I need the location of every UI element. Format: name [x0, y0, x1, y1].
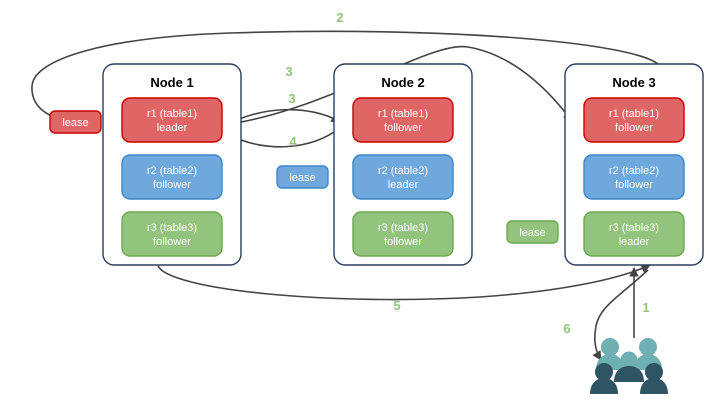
step-label-3a: 3	[285, 64, 292, 79]
edge-step-6	[592, 269, 649, 361]
node-1-range-r3[interactable]: r3 (table3) follower	[121, 211, 223, 257]
node-3-range-r3-name: r3 (table3)	[609, 222, 659, 234]
node-2[interactable]: Node 2 r1 (table1) follower r2 (table2) …	[333, 63, 473, 266]
node-3-range-r2-name: r2 (table2)	[609, 165, 659, 177]
step-label-6: 6	[563, 321, 570, 336]
edge-step-2	[31, 30, 661, 123]
node-1[interactable]: Node 1 r1 (table1) leader r2 (table2) fo…	[102, 63, 242, 266]
step-label-2: 2	[336, 10, 343, 25]
node-3-title: Node 3	[612, 75, 655, 90]
people-icon-back-right-head	[639, 338, 657, 356]
node-1-title: Node 1	[150, 75, 193, 90]
people-icon-back-center-head	[620, 351, 638, 369]
node-1-range-r2-name: r2 (table2)	[147, 165, 197, 177]
people-icon-back-left-head	[601, 338, 619, 356]
node-1-range-r3-name: r3 (table3)	[147, 222, 197, 234]
node-2-range-r1-role: follower	[384, 122, 422, 134]
node-1-range-r1[interactable]: r1 (table1) leader	[121, 97, 223, 143]
edge-step-3a	[223, 45, 573, 126]
lease-badge-r1-label: lease	[62, 117, 88, 129]
node-2-range-r2-box	[352, 154, 454, 200]
lease-badge-r2-label: lease	[289, 172, 315, 184]
node-1-range-r1-role: leader	[157, 122, 188, 134]
node-1-range-r1-box	[121, 97, 223, 143]
edge-step-4	[229, 125, 343, 148]
node-3-range-r2[interactable]: r2 (table2) follower	[583, 154, 685, 200]
people-icon-front-left-body	[590, 378, 618, 394]
edge-step-5	[157, 264, 651, 301]
lease-badge-r2-box	[276, 165, 329, 189]
step-label-1: 1	[642, 300, 649, 315]
node-3-range-r2-box	[583, 154, 685, 200]
node-1-range-r2-role: follower	[153, 179, 191, 191]
node-2-range-r3-role: follower	[384, 236, 422, 248]
people-icon-front-right-head	[645, 363, 663, 381]
node-3-range-r2-role: follower	[615, 179, 653, 191]
node-2-range-r1-box	[352, 97, 454, 143]
node-2-title: Node 2	[381, 75, 424, 90]
lease-badge-r1-box	[49, 110, 102, 134]
node-3-range-r3-role: leader	[619, 236, 650, 248]
node-2-range-r2-role: leader	[388, 179, 419, 191]
lease-badge-r1[interactable]: lease	[49, 110, 102, 134]
node-3-range-r1[interactable]: r1 (table1) follower	[583, 97, 685, 143]
people-icon-front-left-head	[595, 363, 613, 381]
lease-badge-r3-box	[506, 220, 559, 244]
step-label-4: 4	[289, 134, 297, 149]
node-2-range-r3[interactable]: r3 (table3) follower	[352, 211, 454, 257]
lease-badge-r3[interactable]: lease	[506, 220, 559, 244]
people-icon	[590, 338, 668, 394]
node-2-range-r2-name: r2 (table2)	[378, 165, 428, 177]
node-3-range-r1-role: follower	[615, 122, 653, 134]
node-3-range-r1-name: r1 (table1)	[609, 108, 659, 120]
node-2-range-r3-name: r3 (table3)	[378, 222, 428, 234]
node-1-range-r2-box	[121, 154, 223, 200]
node-3-range-r3[interactable]: r3 (table3) leader	[583, 211, 685, 257]
node-2-range-r3-box	[352, 211, 454, 257]
node-1-range-r3-role: follower	[153, 236, 191, 248]
node-2-range-r1-name: r1 (table1)	[378, 108, 428, 120]
lease-badge-r2[interactable]: lease	[276, 165, 329, 189]
node-2-range-r2[interactable]: r2 (table2) leader	[352, 154, 454, 200]
node-3-range-r3-box	[583, 211, 685, 257]
people-icon-front-right-body	[640, 378, 668, 394]
node-2-range-r1[interactable]: r1 (table1) follower	[352, 97, 454, 143]
step-label-5: 5	[393, 298, 400, 313]
people-icon-front-center-body	[614, 366, 644, 382]
node-1-range-r2[interactable]: r2 (table2) follower	[121, 154, 223, 200]
lease-badge-r3-label: lease	[519, 227, 545, 239]
step-label-3b: 3	[288, 91, 295, 106]
node-3[interactable]: Node 3 r1 (table1) follower r2 (table2) …	[564, 63, 704, 266]
node-3-range-r1-box	[583, 97, 685, 143]
node-1-range-r3-box	[121, 211, 223, 257]
node-1-range-r1-name: r1 (table1)	[147, 108, 197, 120]
